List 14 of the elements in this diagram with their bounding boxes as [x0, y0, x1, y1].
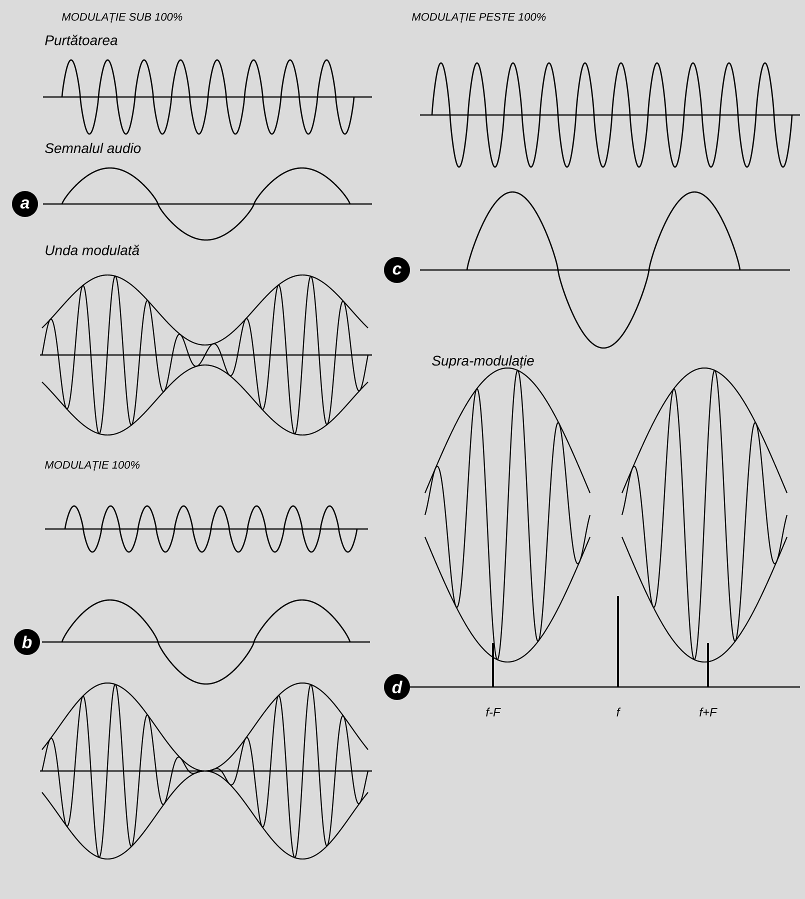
callout-letter: a — [12, 191, 38, 217]
section-heading: MODULAȚIE 100% — [45, 460, 140, 472]
waveform-label: Purtătoarea — [45, 34, 118, 46]
callout-letter: b — [14, 629, 40, 655]
waveform-label: Semnalul audio — [45, 142, 141, 154]
frequency-label: f — [616, 708, 621, 716]
waveform-label: Unda modulată — [46, 244, 140, 256]
section-heading: MODULAȚIE PESTE 100% — [412, 12, 546, 24]
callout-letter: d — [384, 674, 410, 700]
callout-letter: c — [384, 257, 410, 283]
section-heading: MODULAȚIE SUB 100% — [62, 12, 182, 24]
frequency-label: f+F — [700, 708, 718, 716]
frequency-label: f-F — [486, 708, 501, 716]
waveform-label: Supra-modulație — [432, 355, 534, 369]
